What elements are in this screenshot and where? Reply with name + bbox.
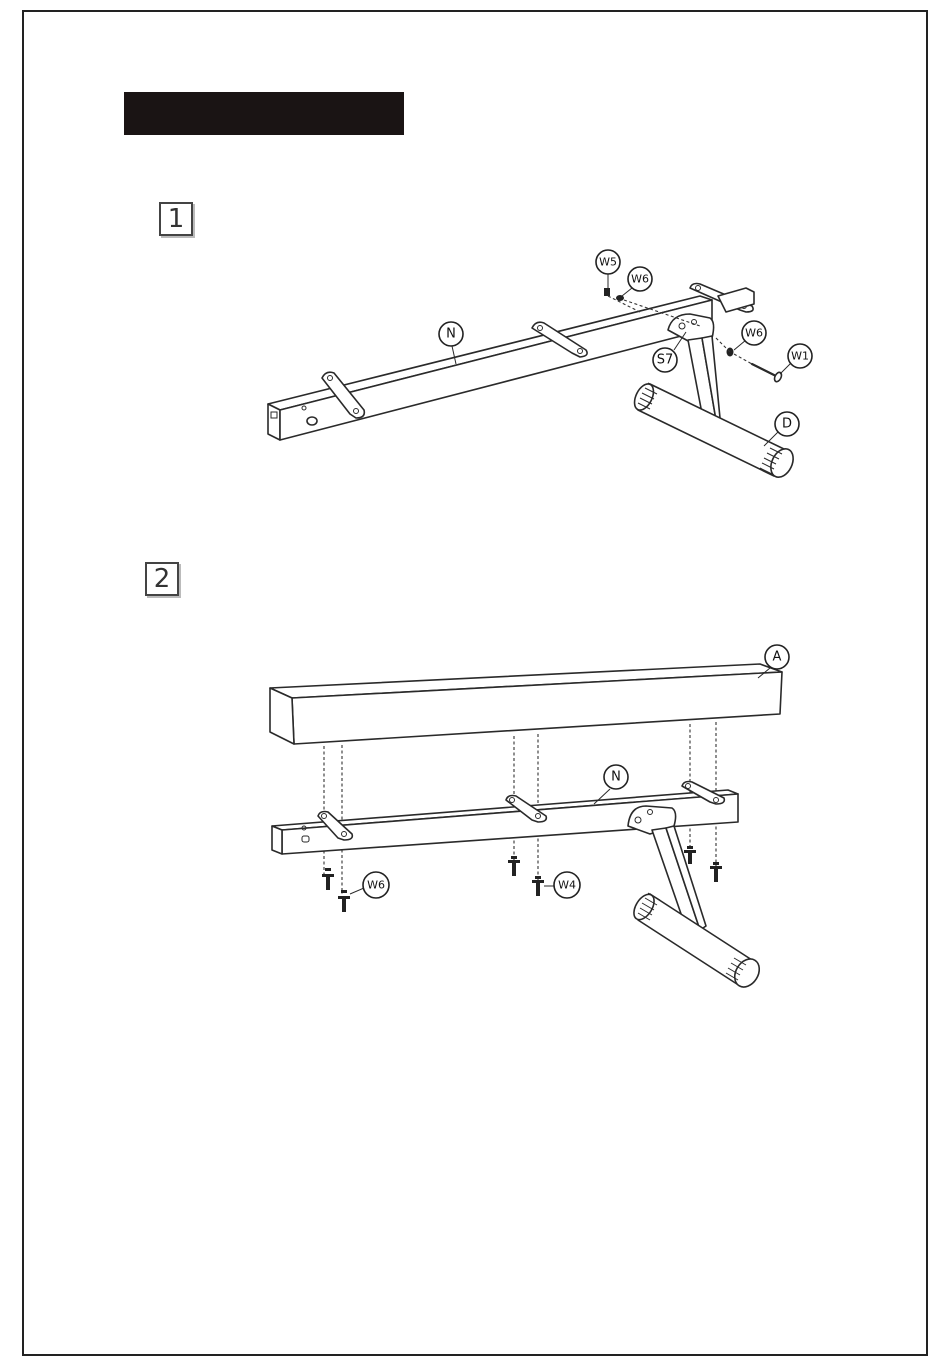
seat-pad-a bbox=[270, 664, 782, 744]
step-1-diagram: W5 W6 W6 W1 N S7 D bbox=[268, 250, 812, 481]
callout-d: D bbox=[782, 417, 792, 432]
callout-n-step1: N bbox=[446, 327, 456, 342]
callout-n-step2: N bbox=[611, 770, 621, 785]
callout-w6-right: W6 bbox=[745, 327, 763, 340]
callout-a: A bbox=[773, 650, 782, 665]
callout-w6-top: W6 bbox=[631, 273, 649, 286]
callout-s7: S7 bbox=[657, 353, 674, 368]
fastener-w6-right bbox=[716, 338, 734, 357]
callout-w6-step2: W6 bbox=[367, 879, 385, 892]
callout-w5: W5 bbox=[599, 256, 617, 269]
frame-tube-n bbox=[268, 296, 712, 440]
callout-w1: W1 bbox=[791, 350, 809, 363]
step-2-diagram: A N W6 W4 bbox=[270, 645, 789, 992]
callout-w4: W4 bbox=[558, 879, 576, 892]
bolt-w1 bbox=[734, 354, 783, 383]
